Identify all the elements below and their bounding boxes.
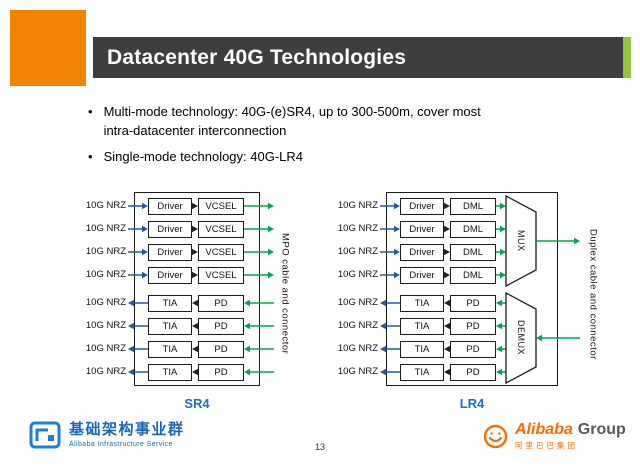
orange-accent-square bbox=[10, 10, 86, 86]
lr4-rx2-tia-box: TIA bbox=[400, 340, 444, 358]
bullet-item: • Multi-mode technology: 40G-(e)SR4, up … bbox=[88, 103, 588, 141]
lr4-rx1-tia-box: TIA bbox=[400, 317, 444, 335]
bullet-list: • Multi-mode technology: 40G-(e)SR4, up … bbox=[88, 103, 588, 174]
lr4-rx3-tia-box: TIA bbox=[400, 363, 444, 381]
lr4-tx2-dml-box: DML bbox=[450, 243, 496, 261]
lr4-tx2-driver-box: Driver bbox=[400, 243, 444, 261]
bullet-text-multimode: Multi-mode technology: 40G-(e)SR4, up to… bbox=[103, 104, 481, 138]
lr4-caption: LR4 bbox=[459, 396, 485, 411]
sr4-rx1-pd-box: PD bbox=[198, 317, 244, 335]
sr4-rx1-io-label: 10G NRZ bbox=[85, 320, 126, 331]
infrastructure-logo-icon bbox=[29, 421, 61, 449]
lr4-rx2-pd-box: PD bbox=[450, 340, 496, 358]
sr4-rx3-tia-box: TIA bbox=[148, 363, 192, 381]
lr4-tx2-io-label: 10G NRZ bbox=[337, 246, 378, 257]
sr4-module-box bbox=[134, 192, 260, 386]
lr4-tx3-io-label: 10G NRZ bbox=[337, 269, 378, 280]
slide-title: Datacenter 40G Technologies bbox=[107, 45, 407, 69]
sr4-rx0-pd-box: PD bbox=[198, 294, 244, 312]
lr4-mux-label: MUX bbox=[516, 230, 526, 252]
lr4-tx1-io-label: 10G NRZ bbox=[337, 223, 378, 234]
sr4-caption: SR4 bbox=[184, 396, 210, 411]
sr4-tx2-io-label: 10G NRZ bbox=[85, 246, 126, 257]
sr4-rx2-pd-box: PD bbox=[198, 340, 244, 358]
sr4-rx1-tia-box: TIA bbox=[148, 317, 192, 335]
lr4-rx0-io-label: 10G NRZ bbox=[337, 297, 378, 308]
lr4-tx3-driver-box: Driver bbox=[400, 266, 444, 284]
sr4-rx3-io-label: 10G NRZ bbox=[85, 366, 126, 377]
lr4-tx0-dml-box: DML bbox=[450, 197, 496, 215]
sr4-tx0-driver-box: Driver bbox=[148, 197, 192, 215]
sr4-tx2-driver-box: Driver bbox=[148, 243, 192, 261]
lr4-tx1-dml-box: DML bbox=[450, 220, 496, 238]
sr4-rx0-tia-box: TIA bbox=[148, 294, 192, 312]
org-name-block: 基础架构事业群 Alibaba Infrastructure Service bbox=[69, 422, 185, 448]
sr4-connections bbox=[128, 202, 274, 376]
lr4-demux-label: DEMUX bbox=[516, 320, 526, 356]
sr4-rx2-io-label: 10G NRZ bbox=[85, 343, 126, 354]
sr4-tx1-io-label: 10G NRZ bbox=[85, 223, 126, 234]
lr4-cable-label: Duplex cable and connector bbox=[587, 228, 599, 360]
brand-alibaba: Alibaba bbox=[515, 421, 573, 438]
org-name-en: Alibaba Infrastructure Service bbox=[69, 440, 173, 448]
brand-name-cn: 阿里巴巴集团 bbox=[515, 441, 578, 450]
sr4-tx0-vcsel-box: VCSEL bbox=[198, 197, 244, 215]
sr4-tx3-vcsel-box: VCSEL bbox=[198, 266, 244, 284]
sr4-rx3-pd-box: PD bbox=[198, 363, 244, 381]
green-accent-bar bbox=[623, 37, 631, 78]
bullet-marker: • bbox=[88, 104, 93, 119]
sr4-tx0-io-label: 10G NRZ bbox=[85, 200, 126, 211]
sr4-tx3-driver-box: Driver bbox=[148, 266, 192, 284]
title-bar: Datacenter 40G Technologies bbox=[93, 37, 623, 78]
sr4-tx1-driver-box: Driver bbox=[148, 220, 192, 238]
lr4-rx3-io-label: 10G NRZ bbox=[337, 366, 378, 377]
bullet-item: • Single-mode technology: 40G-LR4 bbox=[88, 148, 588, 167]
sr4-rx2-tia-box: TIA bbox=[148, 340, 192, 358]
lr4-connections bbox=[380, 194, 580, 385]
page-number: 13 bbox=[314, 442, 325, 452]
lr4-module-box bbox=[386, 192, 558, 386]
sr4-tx3-io-label: 10G NRZ bbox=[85, 269, 126, 280]
lr4-rx3-pd-box: PD bbox=[450, 363, 496, 381]
lr4-tx0-driver-box: Driver bbox=[400, 197, 444, 215]
lr4-rx1-io-label: 10G NRZ bbox=[337, 320, 378, 331]
sr4-tx2-vcsel-box: VCSEL bbox=[198, 243, 244, 261]
infrastructure-branding: 基础架构事业群 Alibaba Infrastructure Service bbox=[28, 418, 185, 452]
lr4-tx1-driver-box: Driver bbox=[400, 220, 444, 238]
lr4-tx0-io-label: 10G NRZ bbox=[337, 200, 378, 211]
brand-group: Group bbox=[577, 421, 626, 438]
bullet-text-singlemode: Single-mode technology: 40G-LR4 bbox=[103, 148, 304, 164]
alibaba-group-logo-icon bbox=[483, 424, 508, 449]
org-name-cn: 基础架构事业群 bbox=[69, 421, 185, 439]
lr4-rx0-tia-box: TIA bbox=[400, 294, 444, 312]
sr4-cable-label: MPO cable and connector bbox=[279, 233, 291, 355]
lr4-rx1-pd-box: PD bbox=[450, 317, 496, 335]
bullet-marker: • bbox=[88, 148, 93, 164]
sr4-rx0-io-label: 10G NRZ bbox=[85, 297, 126, 308]
lr4-rx2-io-label: 10G NRZ bbox=[337, 343, 378, 354]
sr4-tx1-vcsel-box: VCSEL bbox=[198, 220, 244, 238]
lr4-tx3-dml-box: DML bbox=[450, 266, 496, 284]
lr4-rx0-pd-box: PD bbox=[450, 294, 496, 312]
